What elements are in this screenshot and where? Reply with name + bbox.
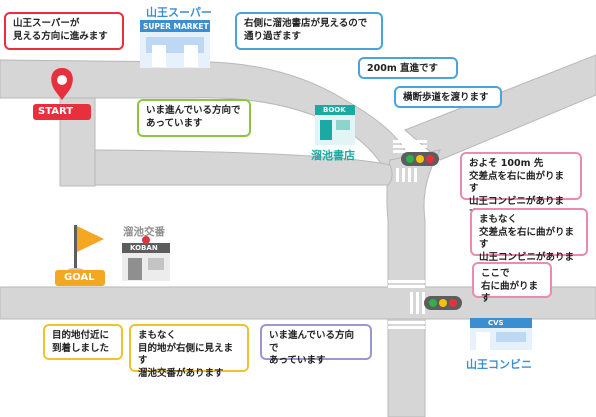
- goal-badge: [55, 270, 105, 286]
- bookstore-icon: [315, 105, 355, 145]
- road-vertical[interactable]: [386, 149, 441, 417]
- start-label: START: [38, 106, 74, 117]
- goal-flag-icon[interactable]: [67, 225, 105, 272]
- crosswalk-upper: [393, 140, 427, 182]
- police-box-sign: KOBAN: [130, 244, 158, 252]
- bubble-straight-200m: 200m 直進です: [358, 57, 458, 79]
- traffic-signal-lower: [424, 296, 462, 310]
- bubble-pass-bookstore: 右側に溜池書店が見えるので 通り過ぎます: [235, 12, 383, 50]
- road-middle-curve[interactable]: [59, 97, 393, 186]
- road-diagonal[interactable]: [404, 54, 596, 161]
- bookstore-name: 溜池書店: [311, 149, 355, 162]
- bubble-near-destination: 目的地付近に 到着しました: [43, 324, 123, 360]
- start-badge: [33, 104, 91, 120]
- bookstore-sign: BOOK: [323, 106, 346, 114]
- bubble-right-direction-2: いま進んでいる方向で あっています: [260, 324, 372, 366]
- bubble-turn-soon: まもなく 交差点を右に曲がります 山王コンビニがあります: [470, 208, 588, 275]
- start-pin-icon[interactable]: [51, 68, 73, 100]
- police-box-icon: [122, 236, 170, 281]
- road-network: [0, 54, 596, 417]
- convenience-store-icon: [470, 318, 532, 350]
- police-box-name: 溜池交番: [123, 226, 165, 238]
- bubble-start-instruction: 山王スーパーが 見える方向に進みます: [4, 12, 124, 50]
- convenience-store-sign: CVS: [488, 319, 504, 327]
- supermarket-name: 山王スーパー: [146, 6, 212, 19]
- crosswalk-lower: [388, 280, 425, 329]
- supermarket-icon: [140, 20, 210, 68]
- traffic-signal-upper: [401, 152, 439, 166]
- bubble-right-direction-1: いま進んでいる方向で あっています: [137, 99, 251, 137]
- bubble-turn-in-100m: およそ 100m 先 交差点を右に曲がります 山王コンビニがあります: [460, 152, 582, 219]
- supermarket-sign: SUPER MARKET: [143, 22, 209, 31]
- bubble-destination-soon: まもなく 目的地が右側に見えます 溜池交番があります: [129, 324, 249, 379]
- bubble-crosswalk: 横断歩道を渡ります: [394, 86, 502, 108]
- bubble-turn-here: ここで 右に曲がります: [472, 262, 552, 304]
- goal-label: GOAL: [64, 272, 95, 283]
- convenience-store-name: 山王コンビニ: [466, 358, 532, 371]
